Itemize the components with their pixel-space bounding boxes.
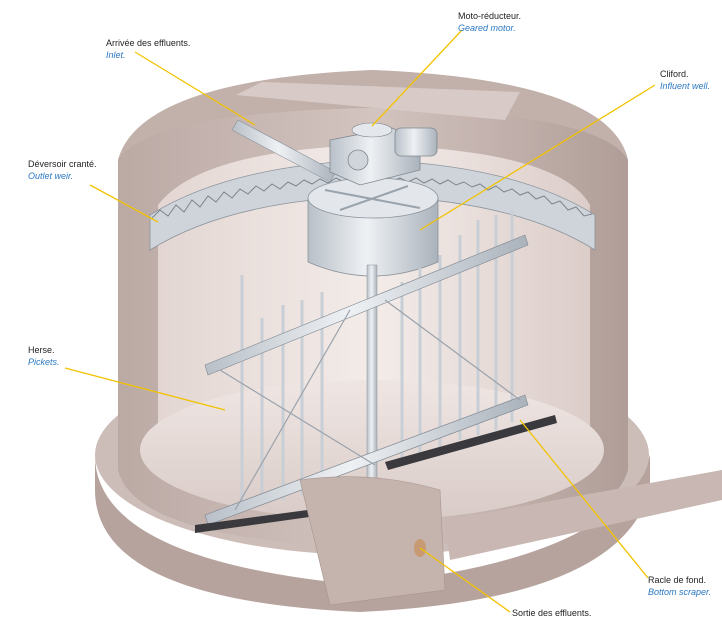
rake-arms (204, 234, 529, 526)
label-motor: Moto-réducteur. Geared motor. (458, 10, 521, 34)
label-outlet: Sortie des effluents. (512, 607, 591, 619)
label-weir-fr: Déversoir cranté. (28, 159, 97, 169)
label-pickets-en: Pickets. (28, 357, 60, 367)
label-inlet-en: Inlet. (106, 50, 126, 60)
label-weir-en: Outlet weir. (28, 171, 74, 181)
label-motor-en: Geared motor. (458, 23, 516, 33)
label-well-en: Influent well. (660, 81, 711, 91)
label-weir: Déversoir cranté. Outlet weir. (28, 158, 97, 182)
label-scraper: Racle de fond. Bottom scraper. (648, 574, 711, 598)
leader-lines (64, 29, 656, 613)
geared-motor (329, 122, 438, 186)
label-well-fr: Cliford. (660, 69, 689, 79)
label-inlet-fr: Arrivée des effluents. (106, 38, 191, 48)
label-inlet: Arrivée des effluents. Inlet. (106, 37, 190, 61)
label-pickets-fr: Herse. (28, 345, 55, 355)
influent-well (307, 177, 439, 277)
outlet-channel (299, 470, 722, 606)
label-pickets: Herse. Pickets. (28, 344, 60, 368)
label-well: Cliford. Influent well. (660, 68, 710, 92)
label-motor-fr: Moto-réducteur. (458, 11, 522, 21)
label-scraper-en: Bottom scraper. (648, 587, 712, 597)
inlet-pipe (231, 119, 337, 183)
label-outlet-fr: Sortie des effluents. (512, 608, 592, 618)
label-scraper-fr: Racle de fond. (648, 575, 707, 585)
